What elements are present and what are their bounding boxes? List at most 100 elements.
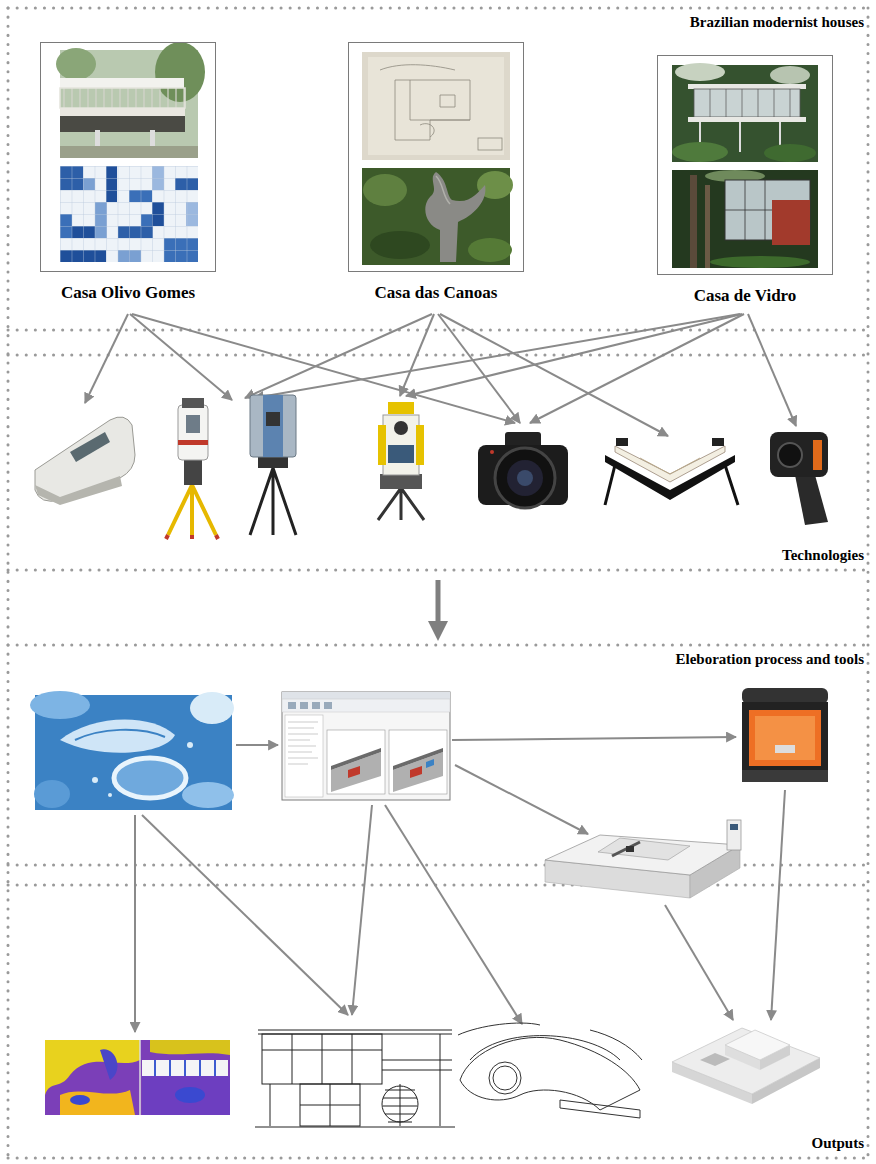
sculpture-photo: [425, 172, 485, 262]
laser-cutter-icon: [598, 838, 690, 860]
house-photo: [60, 116, 185, 132]
dotted-border: [8, 644, 868, 647]
laser-cutter-icon: [612, 842, 640, 856]
photo-frame: [348, 42, 524, 272]
laser-scanner-icon: [250, 468, 296, 535]
laser-cutter-icon: [545, 835, 740, 875]
laser-scanner-icon: [168, 485, 216, 535]
arrow-line: [135, 737, 785, 1032]
glass-house-photo: [688, 117, 806, 122]
bim-software-screenshot: [331, 748, 381, 792]
arrow-line: [352, 805, 372, 1015]
thermal-camera-icon: [770, 432, 828, 477]
arrow-line: [771, 790, 785, 1020]
3d-model: [672, 1028, 820, 1094]
thermal-image: [175, 1087, 205, 1103]
section-title: Eleboration process and tools: [674, 650, 867, 668]
camera-icon: [517, 470, 533, 486]
thermal-image: [155, 1060, 215, 1076]
arrow-line: [142, 815, 348, 1015]
total-station-icon: [416, 425, 424, 465]
arrow-line: [530, 314, 744, 423]
bim-software-screenshot: [393, 748, 443, 770]
plan-sketch-photo: [362, 52, 510, 160]
laser-scanner-icon: [178, 440, 208, 445]
plan-drawing: [458, 1023, 642, 1060]
plan-drawing: [470, 1036, 620, 1060]
plan-drawing: [493, 1066, 517, 1090]
thermal-image: [60, 1090, 135, 1115]
plan-drawing: [460, 1037, 640, 1110]
book-scanner-icon: [616, 438, 628, 446]
plan-sketch-photo: [380, 65, 470, 140]
photo-frame: [657, 55, 833, 275]
thermal-image: [45, 1040, 230, 1115]
arrow-line: [85, 314, 796, 436]
laser-cutter-icon: [545, 820, 741, 898]
glass-house-photo: [675, 63, 725, 81]
3d-printer-icon: [742, 688, 828, 704]
point-cloud-image: [30, 691, 90, 719]
thermal-image: [45, 1040, 230, 1115]
house-photo: [60, 78, 184, 88]
house-card: Casa das Canoas: [348, 42, 524, 303]
colorimeter-icon: [35, 476, 122, 505]
section-title: Brazilian modernist houses: [688, 13, 866, 31]
colorimeter-icon: [35, 417, 135, 505]
arrow-line: [748, 314, 796, 426]
elevation-drawing: [383, 1084, 417, 1126]
dotted-border: [7, 8, 10, 1158]
sculpture-photo: [436, 176, 450, 204]
3d-model: [700, 1053, 730, 1066]
point-cloud-image: [190, 692, 234, 724]
glass-house-photo: [672, 142, 728, 162]
point-cloud-image: [114, 758, 186, 798]
sculpture-photo: [362, 168, 513, 265]
house-name: Casa de Vidro: [692, 286, 799, 306]
tile-photo: [60, 166, 198, 262]
bim-software-screenshot: [348, 766, 360, 778]
laser-scanner-icon: [184, 458, 202, 485]
3d-printer-icon: [755, 716, 815, 760]
dotted-border: [8, 569, 868, 572]
bim-software-screenshot: [282, 692, 450, 699]
elevation-drawing: [270, 1034, 440, 1126]
house-photo: [60, 146, 198, 158]
laser-scanner-icon: [258, 457, 288, 468]
house-photo: [155, 42, 205, 102]
arrow-line: [406, 314, 742, 396]
glass-house-photo: [688, 84, 806, 89]
total-station-icon: [388, 402, 414, 414]
dotted-border: [867, 8, 870, 1158]
glass-facade-photo: [705, 185, 710, 268]
glass-house-photo: [770, 66, 810, 84]
thermal-image: [139, 1040, 141, 1115]
glass-house-photo: [764, 144, 816, 162]
point-cloud-image: [182, 782, 234, 808]
glass-house-photo: [672, 63, 818, 162]
flow-arrow: [436, 580, 441, 631]
colorimeter-icon: [70, 432, 110, 462]
laser-scanner-icon: [182, 398, 204, 408]
elevation-drawing: [255, 1127, 455, 1128]
bim-software-screenshot: [426, 759, 434, 768]
thermal-camera-icon: [778, 443, 802, 467]
bim-software-screenshot: [282, 692, 450, 800]
section-title: Outputs: [809, 1134, 866, 1152]
thermal-image: [142, 1076, 230, 1115]
point-cloud-image: [92, 777, 98, 783]
laser-scanner-icon: [166, 535, 218, 539]
total-station-icon: [378, 402, 424, 520]
dotted-border: [8, 884, 868, 887]
3d-printer-icon: [742, 688, 828, 782]
total-station-icon: [383, 415, 419, 475]
section-title: Technologies: [780, 546, 866, 564]
arrow-line: [132, 314, 515, 423]
glass-facade-photo: [672, 170, 818, 268]
total-station-icon: [388, 445, 414, 463]
elevation-drawing: [255, 1030, 455, 1127]
arrow-line: [452, 737, 736, 740]
point-cloud-image: [34, 780, 70, 808]
